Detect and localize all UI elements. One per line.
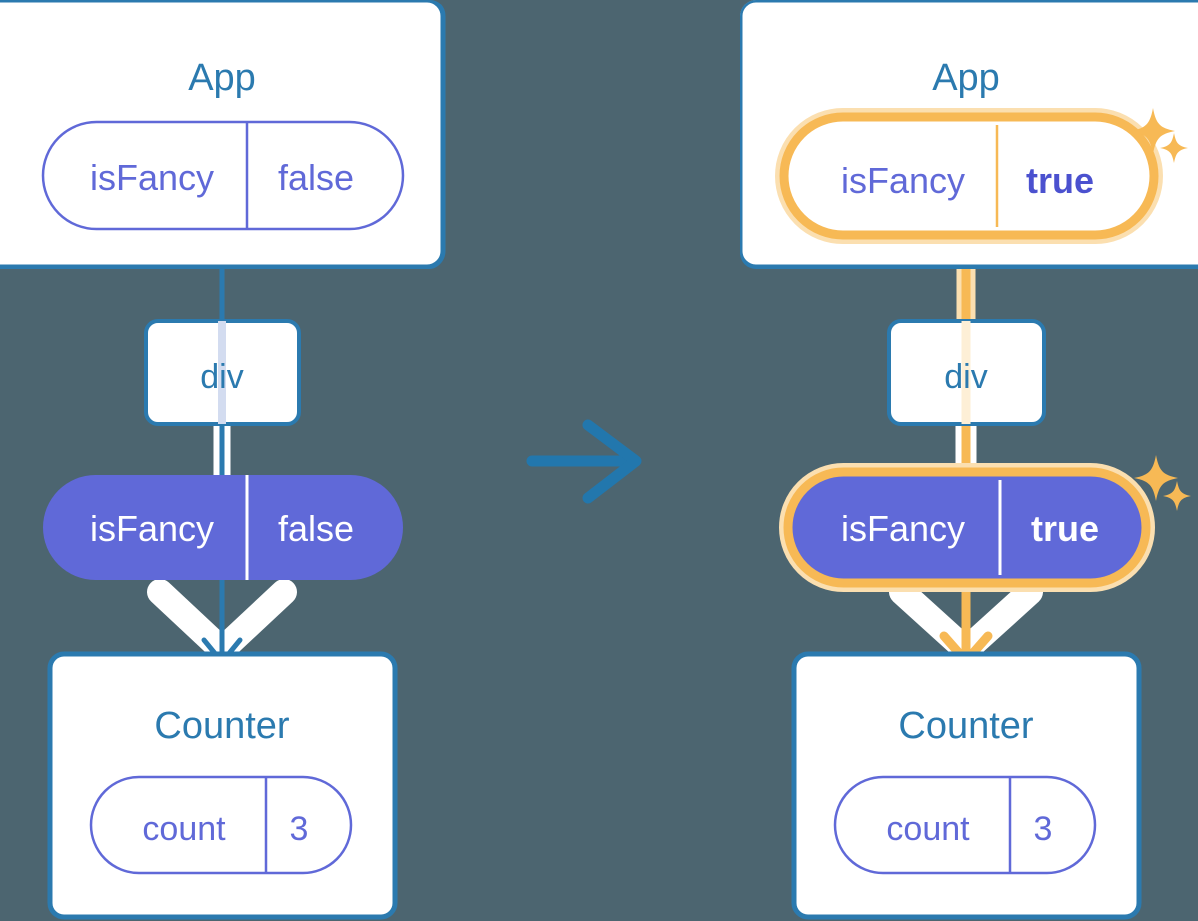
- left-app-state-value: false: [278, 157, 354, 198]
- right-app-sparkles: [1131, 108, 1188, 163]
- left-app-state-pill[interactable]: isFancy false: [41, 120, 405, 231]
- right-counter-state-name: count: [886, 810, 970, 848]
- transition-arrow-icon: [526, 419, 642, 504]
- right-app-state-pill-ring: [779, 112, 1159, 240]
- left-counter-state-name: count: [142, 810, 226, 848]
- left-div-box[interactable]: div: [144, 319, 301, 426]
- right-fork-arrows: [889, 579, 1043, 663]
- right-prop-pill[interactable]: isFancy true: [779, 455, 1191, 592]
- sparkle-large-icon: [1131, 108, 1175, 154]
- right-app-state-pill[interactable]: isFancy true: [775, 108, 1163, 244]
- left-prop-pill[interactable]: isFancy false: [43, 475, 403, 580]
- right-counter-title: Counter: [898, 705, 1034, 747]
- left-counter-state-pill[interactable]: count 3: [89, 775, 353, 875]
- left-panel: App isFancy false div: [0, 0, 446, 920]
- left-app-state-pill-frame: [41, 120, 405, 231]
- left-counter-title: Counter: [154, 705, 290, 747]
- left-counter-box[interactable]: Counter count 3: [47, 651, 398, 920]
- sparkle-small-icon: [1163, 481, 1191, 511]
- sparkle-large-icon: [1134, 455, 1178, 501]
- right-app-state-value: true: [1026, 160, 1094, 201]
- sparkle-small-icon: [1160, 133, 1188, 163]
- right-panel: App isFancy true: [740, 0, 1198, 920]
- right-prop-sparkles: [1134, 455, 1191, 511]
- right-prop-pill-ring: [783, 467, 1151, 588]
- left-fork-arrows: [147, 579, 297, 663]
- right-counter-box[interactable]: Counter count 3: [791, 651, 1142, 920]
- right-prop-value: true: [1031, 508, 1099, 549]
- right-app-box[interactable]: App isFancy true: [740, 0, 1198, 269]
- right-counter-state-pill-frame: [833, 775, 1097, 875]
- right-counter-state-pill[interactable]: count 3: [833, 775, 1097, 875]
- left-prop-name: isFancy: [90, 508, 214, 549]
- left-counter-state-pill-frame: [89, 775, 353, 875]
- right-prop-name: isFancy: [841, 508, 965, 549]
- left-div-label: div: [200, 358, 243, 396]
- right-app-state-name: isFancy: [841, 160, 965, 201]
- right-div-box[interactable]: div: [887, 319, 1046, 426]
- left-app-box[interactable]: App isFancy false: [0, 0, 446, 269]
- right-app-title: App: [932, 57, 1000, 99]
- right-div-label: div: [944, 358, 987, 396]
- right-counter-state-value: 3: [1034, 810, 1053, 848]
- left-app-state-name: isFancy: [90, 157, 214, 198]
- left-app-title: App: [188, 57, 256, 99]
- left-counter-state-value: 3: [290, 810, 309, 848]
- left-prop-pill-frame: [43, 475, 403, 580]
- left-prop-value: false: [278, 508, 354, 549]
